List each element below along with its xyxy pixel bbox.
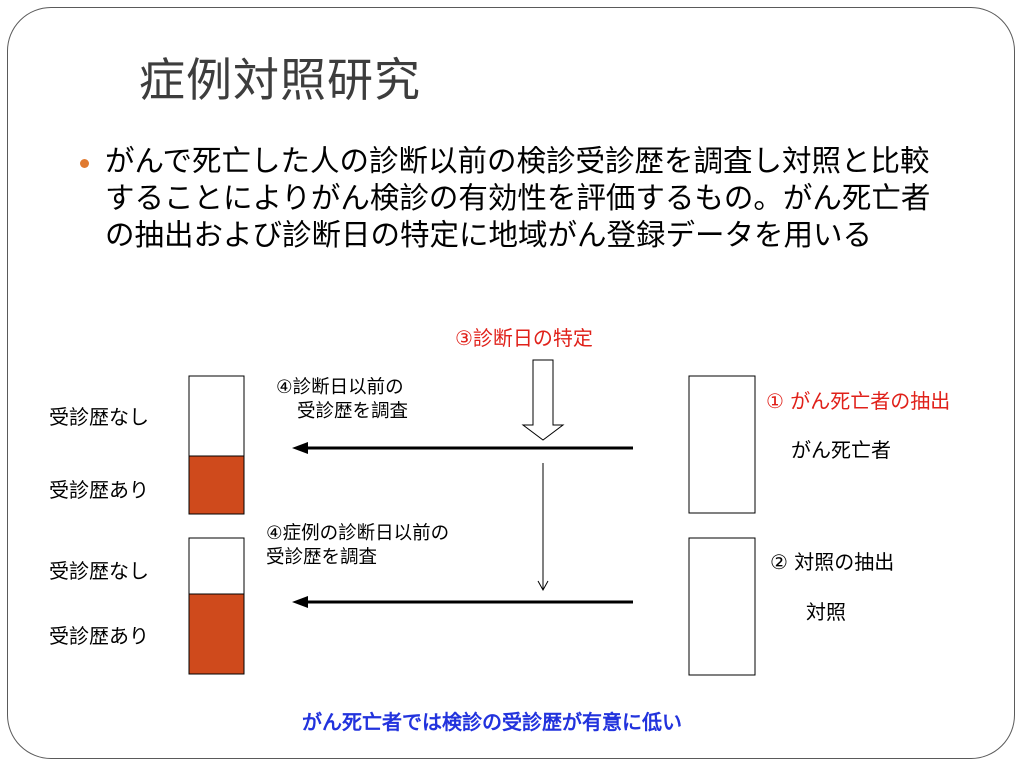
- cases-history-arrowhead: [292, 442, 308, 454]
- controls-with-history-box: [188, 593, 245, 675]
- diagnosis-date-arrow: [521, 359, 565, 441]
- controls-with-history-label: 受診歴あり: [49, 624, 149, 648]
- step4a-line2: 受診歴を調査: [297, 401, 409, 422]
- bullet-dot-icon: [80, 159, 89, 168]
- step1-label: ① がん死亡者の抽出: [766, 389, 951, 413]
- controls-history-arrowhead: [292, 596, 308, 608]
- cases-no-history-label: 受診歴なし: [49, 405, 149, 429]
- step2-label: ② 対照の抽出: [770, 550, 895, 574]
- controls-label: 対照: [806, 600, 846, 624]
- cases-population-box: [688, 375, 756, 514]
- slide-frame: [7, 7, 1015, 759]
- slide-title: 症例対照研究: [139, 53, 421, 107]
- cases-label: がん死亡者: [791, 438, 891, 462]
- controls-population-box: [688, 537, 756, 676]
- controls-no-history-label: 受診歴なし: [49, 559, 149, 583]
- conclusion-text: がん死亡者では検診の受診歴が有意に低い: [302, 710, 682, 734]
- step4a-line1: ④診断日以前の: [276, 377, 404, 398]
- step4b-line2: 受診歴を調査: [266, 547, 378, 568]
- step3-label: ③診断日の特定: [455, 326, 593, 350]
- cases-no-history-box: [188, 375, 245, 457]
- bullet-text: がんで死亡した人の診断以前の検診受診歴を調査し対照と比較することによりがん検診の…: [105, 144, 931, 252]
- cases-with-history-label: 受診歴あり: [49, 478, 149, 502]
- controls-no-history-box: [188, 537, 245, 595]
- step4b-line1: ④症例の診断日以前の: [266, 523, 450, 544]
- cases-with-history-box: [188, 455, 245, 515]
- diagnosis-date-line-head: [537, 580, 549, 592]
